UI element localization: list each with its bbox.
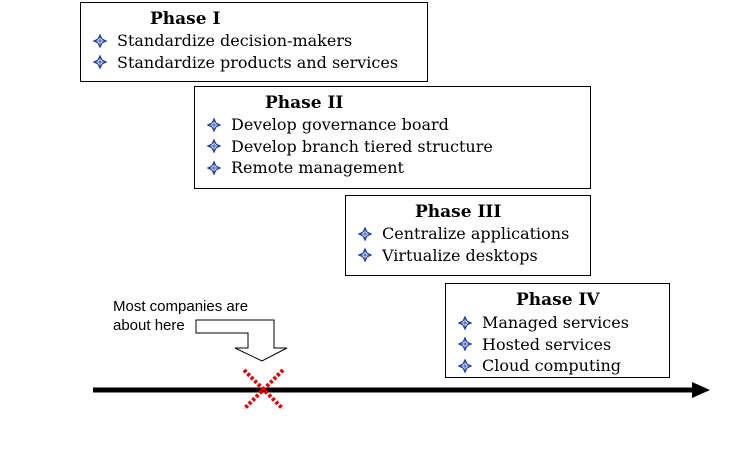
phase-2-box: Phase II Develop governance board Develo… (194, 86, 591, 189)
phase-3-box: Phase III Centralize applications Virtua… (345, 195, 591, 276)
phase-item-list: Standardize decision-makers Standardize … (93, 30, 398, 73)
diamond-bullet-icon (93, 33, 107, 48)
list-item: Develop governance board (207, 114, 493, 136)
phase-title: Phase I (150, 9, 221, 29)
phase-item-list: Managed services Hosted services Cloud c… (458, 312, 629, 377)
list-item: Virtualize desktops (358, 245, 569, 267)
diamond-bullet-icon (458, 315, 472, 330)
callout-text: Most companies are about here (113, 297, 248, 335)
list-item: Standardize decision-makers (93, 30, 398, 52)
x-marker-icon (242, 368, 285, 411)
callout-line: Most companies are (113, 298, 249, 315)
list-item: Standardize products and services (93, 52, 398, 74)
diamond-bullet-icon (207, 160, 221, 175)
phase-title: Phase II (265, 93, 344, 113)
callout-line: about here (113, 317, 185, 334)
phase-item-list: Develop governance board Develop branch … (207, 114, 493, 179)
diamond-bullet-icon (207, 117, 221, 132)
diamond-bullet-icon (207, 139, 221, 154)
diamond-bullet-icon (358, 248, 372, 263)
phase-4-box: Phase IV Managed services Hosted service… (445, 283, 670, 378)
list-item: Cloud computing (458, 355, 629, 377)
timeline-arrow (93, 382, 710, 398)
phase-1-box: Phase I Standardize decision-makers Stan… (80, 2, 428, 82)
list-item: Managed services (458, 312, 629, 334)
diamond-bullet-icon (358, 226, 372, 241)
phase-title: Phase IV (516, 290, 600, 310)
list-item: Develop branch tiered structure (207, 136, 493, 158)
phase-title: Phase III (415, 202, 502, 222)
list-item: Hosted services (458, 334, 629, 356)
phase-item-list: Centralize applications Virtualize deskt… (358, 223, 569, 266)
list-item: Centralize applications (358, 223, 569, 245)
diamond-bullet-icon (458, 337, 472, 352)
diamond-bullet-icon (458, 358, 472, 373)
callout-arrow (195, 319, 288, 362)
list-item: Remote management (207, 157, 493, 179)
diamond-bullet-icon (93, 55, 107, 70)
